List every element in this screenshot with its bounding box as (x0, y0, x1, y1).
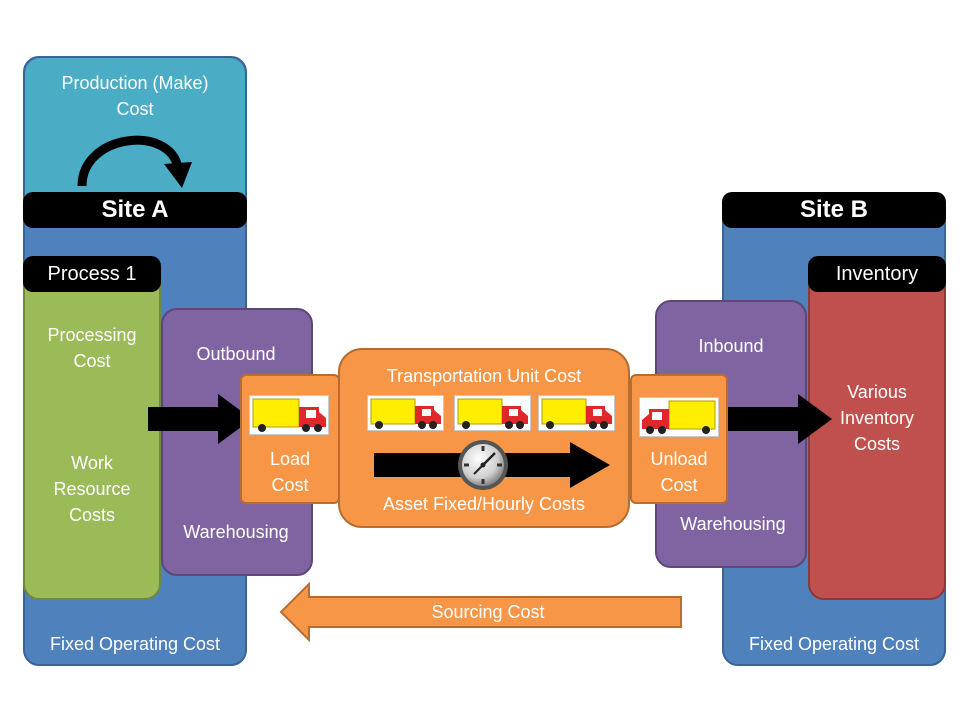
truck-icon (541, 398, 612, 429)
production-cost-label: Production (Make) Cost (61, 73, 209, 119)
sourcing-cost-arrow (279, 582, 682, 642)
site-a-fixed-operating-cost: Fixed Operating Cost (49, 634, 221, 654)
site-b-fixed-operating-cost: Fixed Operating Cost (748, 634, 920, 654)
site-a-warehousing-label: Warehousing (183, 522, 289, 542)
transportation-box (338, 348, 630, 528)
site-b-warehouse-panel (655, 300, 807, 568)
process-1-header: Process 1 (23, 256, 161, 292)
truck-icon (370, 398, 441, 429)
clock-icon (458, 440, 508, 490)
process-1-panel (23, 270, 161, 600)
processing-cost-label: Processing Cost (47, 325, 137, 371)
arrow-right-icon (148, 394, 252, 444)
site-b-warehousing-label: Warehousing (680, 514, 786, 534)
truck-icon (252, 398, 326, 432)
load-cost-label: Load Cost (269, 449, 311, 495)
site-b-title: Site B (722, 192, 946, 228)
outbound-label: Outbound (196, 344, 276, 364)
transportation-unit-cost-label: Transportation Unit Cost (386, 366, 582, 386)
curved-arrow-icon (77, 135, 192, 188)
transport-truck-frame-3 (538, 395, 615, 431)
truck-icon (457, 398, 528, 429)
unload-truck-frame (639, 397, 719, 437)
unload-cost-label: Unload Cost (650, 449, 708, 495)
inbound-label: Inbound (698, 336, 764, 356)
load-truck-frame (249, 395, 329, 435)
work-resource-costs-label: Work Resource Costs (53, 453, 131, 525)
unload-cost-box (630, 374, 728, 504)
sourcing-cost-label: Sourcing Cost (431, 602, 545, 622)
asset-fixed-hourly-costs-label: Asset Fixed/Hourly Costs (382, 494, 586, 514)
inventory-header: Inventory (808, 256, 946, 292)
various-inventory-costs-label: Various Inventory Costs (839, 382, 915, 454)
site-a-title: Site A (23, 192, 247, 228)
arrow-right-icon (728, 394, 832, 444)
transport-truck-frame-1 (367, 395, 444, 431)
transport-truck-frame-2 (454, 395, 531, 431)
production-cost-panel (25, 58, 245, 200)
truck-icon (642, 400, 716, 434)
inventory-panel (808, 272, 946, 600)
